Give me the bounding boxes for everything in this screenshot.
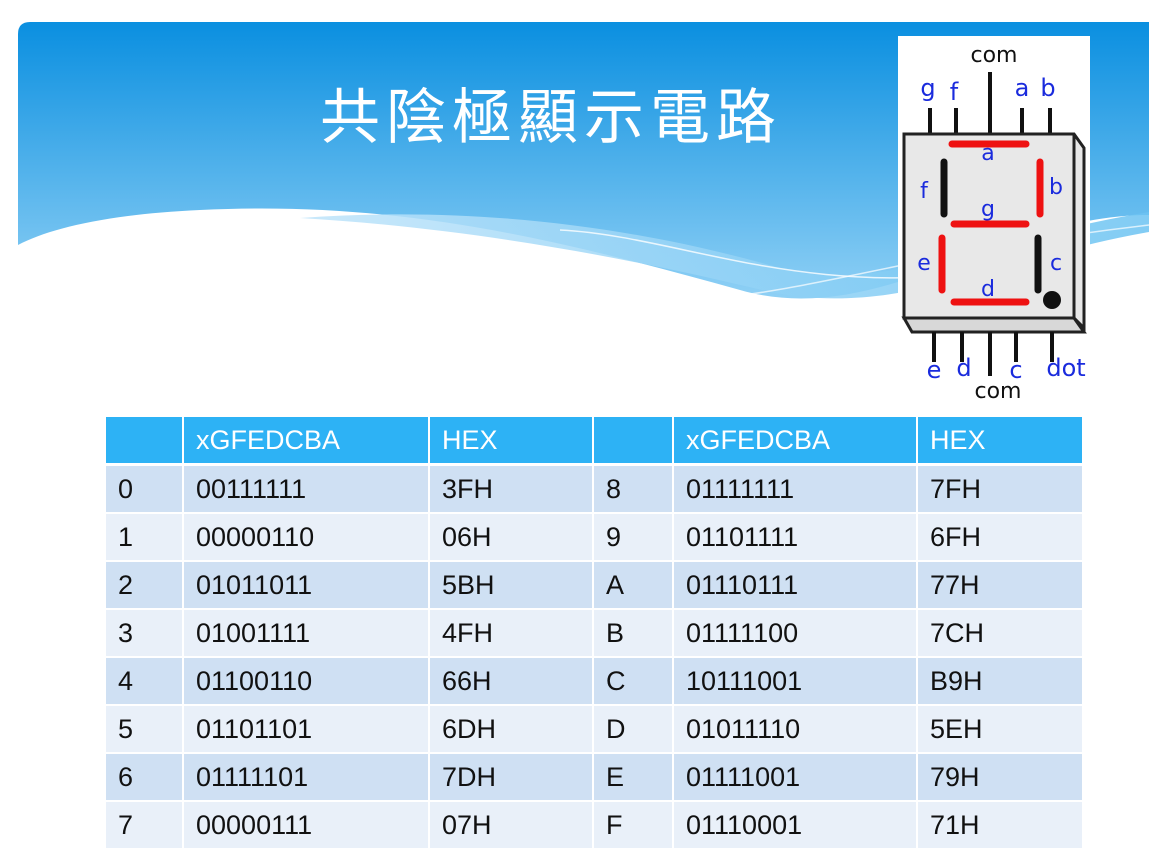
digit-cell: D: [594, 706, 674, 754]
digit-cell: 3: [106, 610, 184, 658]
pin-label-b: b: [1040, 74, 1055, 102]
hex-cell: 7FH: [918, 466, 1082, 514]
bits-cell: 10111001: [674, 658, 918, 706]
top-com-label: com: [971, 43, 1018, 68]
pin-label-e: e: [927, 356, 942, 384]
segment-label-f: f: [920, 179, 929, 204]
seven-segment-diagram: com g f a b: [898, 36, 1090, 402]
pin-label-dot: dot: [1046, 354, 1085, 382]
bits-cell: 01100110: [184, 658, 430, 706]
hex-cell: B9H: [918, 658, 1082, 706]
bits-cell: 00111111: [184, 466, 430, 514]
top-pins: [928, 72, 1052, 136]
bits-cell: 00000111: [184, 802, 430, 850]
digit-cell: B: [594, 610, 674, 658]
pin-label-g: g: [920, 74, 935, 102]
header-cell-blank: [594, 417, 674, 466]
hex-cell: 66H: [430, 658, 594, 706]
header-cell-bits: xGFEDCBA: [184, 417, 430, 466]
header-cell-blank: [106, 417, 184, 466]
hex-cell: 7CH: [918, 610, 1082, 658]
hex-cell: 77H: [918, 562, 1082, 610]
hex-cell: 7DH: [430, 754, 594, 802]
digit-cell: 4: [106, 658, 184, 706]
hex-cell: 71H: [918, 802, 1082, 850]
hex-cell: 07H: [430, 802, 594, 850]
segment-label-a: a: [981, 141, 994, 166]
pin-label-f: f: [950, 78, 959, 106]
digit-cell: 8: [594, 466, 674, 514]
hex-cell: 3FH: [430, 466, 594, 514]
pin-label-c: c: [1009, 356, 1022, 384]
bits-cell: 01011011: [184, 562, 430, 610]
slide-title: 共陰極顯示電路: [320, 83, 782, 153]
bits-cell: 01111111: [674, 466, 918, 514]
digit-cell: 7: [106, 802, 184, 850]
decimal-point-dot: [1043, 291, 1061, 309]
digit-cell: 6: [106, 754, 184, 802]
bits-cell: 01011110: [674, 706, 918, 754]
hex-cell: 5EH: [918, 706, 1082, 754]
segment-label-e: e: [917, 251, 931, 276]
segment-label-g: g: [981, 197, 995, 222]
bits-cell: 01101111: [674, 514, 918, 562]
segment-label-c: c: [1050, 251, 1062, 276]
bits-cell: 00000110: [184, 514, 430, 562]
header-cell-bits: xGFEDCBA: [674, 417, 918, 466]
digit-cell: 5: [106, 706, 184, 754]
segment-label-b: b: [1049, 175, 1063, 200]
bits-cell: 01111001: [674, 754, 918, 802]
hex-cell: 6FH: [918, 514, 1082, 562]
digit-cell: 9: [594, 514, 674, 562]
header-cell-hex: HEX: [430, 417, 594, 466]
hex-cell: 6DH: [430, 706, 594, 754]
bits-cell: 01110001: [674, 802, 918, 850]
pin-label-d: d: [956, 354, 971, 382]
digit-cell: F: [594, 802, 674, 850]
bottom-com-label: com: [975, 379, 1022, 402]
digit-cell: A: [594, 562, 674, 610]
hex-cell: 4FH: [430, 610, 594, 658]
bottom-pins: [932, 332, 1054, 376]
hex-cell: 5BH: [430, 562, 594, 610]
bits-cell: 01101101: [184, 706, 430, 754]
hex-cell: 79H: [918, 754, 1082, 802]
bits-cell: 01001111: [184, 610, 430, 658]
digit-cell: 0: [106, 466, 184, 514]
table-header-row: xGFEDCBA HEX xGFEDCBA HEX: [106, 417, 1082, 466]
bits-cell: 01111101: [184, 754, 430, 802]
digit-cell: E: [594, 754, 674, 802]
digit-cell: C: [594, 658, 674, 706]
bits-cell: 01111100: [674, 610, 918, 658]
hex-cell: 06H: [430, 514, 594, 562]
header-cell-hex: HEX: [918, 417, 1082, 466]
segment-label-d: d: [981, 277, 995, 302]
digit-cell: 1: [106, 514, 184, 562]
digit-cell: 2: [106, 562, 184, 610]
pin-label-a: a: [1015, 74, 1030, 102]
bits-cell: 01110111: [674, 562, 918, 610]
